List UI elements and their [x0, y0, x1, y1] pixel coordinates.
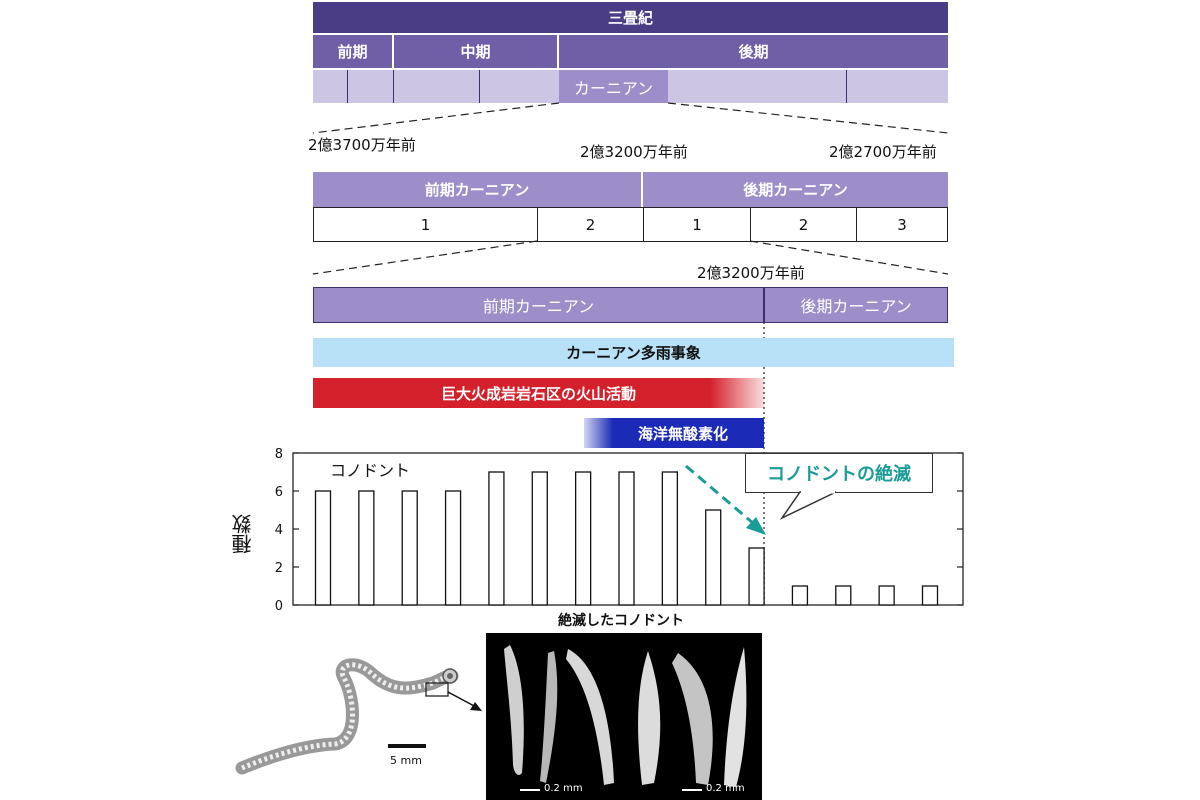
epoch-middle: 中期: [394, 35, 559, 68]
bar: [358, 490, 375, 606]
scale-large-label: 5 mm: [390, 754, 422, 767]
age-boundary: 2億3200万年前: [697, 264, 805, 282]
substage-late-carnian: 後期カーニアン: [643, 172, 948, 207]
stage-cell: [313, 70, 348, 103]
bar: [835, 585, 852, 606]
period-triassic: 三畳紀: [313, 2, 948, 35]
bar: [618, 471, 635, 606]
bar: [314, 490, 332, 606]
expanded-late-carnian: 後期カーニアン: [764, 287, 948, 323]
event-anoxia: 海洋無酸素化: [584, 418, 764, 448]
substage-early-carnian: 前期カーニアン: [313, 172, 643, 207]
age-end: 2億2700万年前: [829, 143, 937, 161]
stage-cell: [847, 70, 948, 103]
extinction-callout-text: コノドントの絶滅: [767, 464, 911, 485]
bar: [878, 585, 895, 606]
bar: [488, 471, 505, 606]
age-mid: 2億3200万年前: [580, 143, 688, 161]
chart-series-label: コノドント: [330, 461, 411, 480]
stage-cell: [480, 70, 559, 103]
event-volcanism: 巨大火成岩岩石区の火山活動: [313, 378, 764, 408]
extinction-callout: コノドントの絶滅: [745, 453, 933, 493]
bar: [661, 471, 679, 606]
age-start: 2億3700万年前: [308, 136, 416, 154]
expanded-early-carnian: 前期カーニアン: [313, 287, 764, 323]
stage-cell: [668, 70, 847, 103]
stage-carnian: カーニアン: [559, 70, 668, 103]
scale-small-right-label: 0.2 mm: [706, 783, 745, 794]
bar: [444, 490, 462, 606]
bar: [401, 490, 418, 606]
stage-cell: [348, 70, 394, 103]
chart-x-axis-label: 絶滅したコノドント: [558, 613, 684, 629]
y-tick-label: 6: [275, 485, 283, 500]
y-tick-label: 2: [275, 561, 283, 576]
epoch-late: 後期: [559, 35, 948, 68]
event-pluvial: カーニアン多雨事象: [313, 338, 954, 367]
bar: [921, 585, 939, 606]
y-tick-label: 0: [275, 599, 283, 614]
bar: [531, 471, 548, 606]
bar: [574, 471, 592, 606]
bar: [705, 509, 722, 606]
scale-small-left-label: 0.2 mm: [544, 783, 583, 794]
epoch-early: 前期: [313, 35, 394, 68]
bar: [748, 547, 765, 606]
zone-late-3: 3: [856, 207, 948, 242]
conodont-elements-photo: 0.2 mm 0.2 mm: [486, 633, 762, 800]
bar: [791, 585, 809, 606]
y-tick-label: 4: [275, 523, 283, 538]
stage-cell: [394, 70, 480, 103]
y-tick-label: 8: [275, 447, 283, 462]
